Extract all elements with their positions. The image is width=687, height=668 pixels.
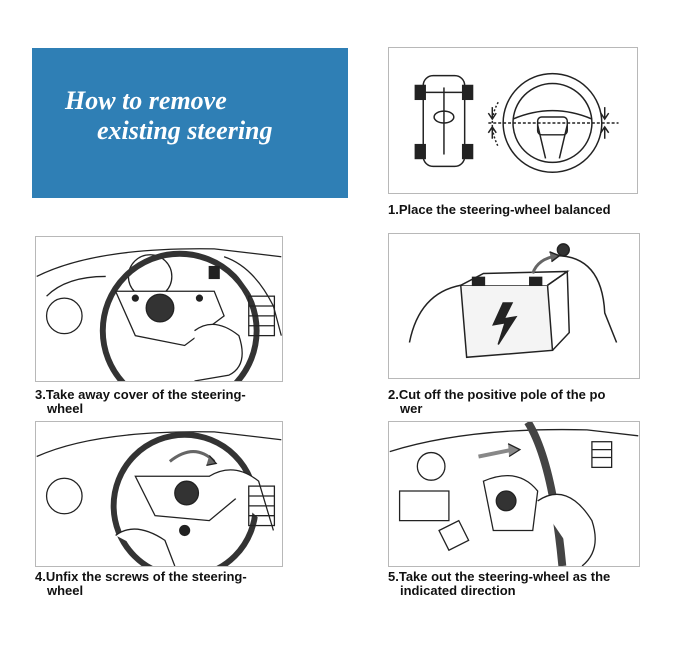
steering-wheel-icon xyxy=(524,422,567,566)
step-5-caption: 5.Take out the steering-wheel as the ind… xyxy=(388,569,611,598)
step-2-caption: 2.Cut off the positive pole of the po we… xyxy=(388,387,606,416)
battery-icon xyxy=(459,270,570,359)
step-5-illustration xyxy=(388,421,640,567)
step-3-illustration xyxy=(35,236,283,382)
title-banner: How to remove existing steering xyxy=(32,48,348,198)
step-2-illustration xyxy=(388,233,640,379)
step-1-caption: 1.Place the steering-wheel balanced xyxy=(388,202,611,217)
step-1-illustration xyxy=(388,47,638,194)
step-4-illustration xyxy=(35,421,283,567)
step-4-caption: 4.Unfix the screws of the steering- whee… xyxy=(35,569,247,598)
title-line-1: How to remove xyxy=(65,86,227,115)
car-body-icon xyxy=(422,74,466,168)
title-line-2: existing steering xyxy=(97,116,273,145)
step-3-caption: 3.Take away cover of the steering- wheel xyxy=(35,387,246,416)
steering-wheel-icon xyxy=(99,250,260,381)
